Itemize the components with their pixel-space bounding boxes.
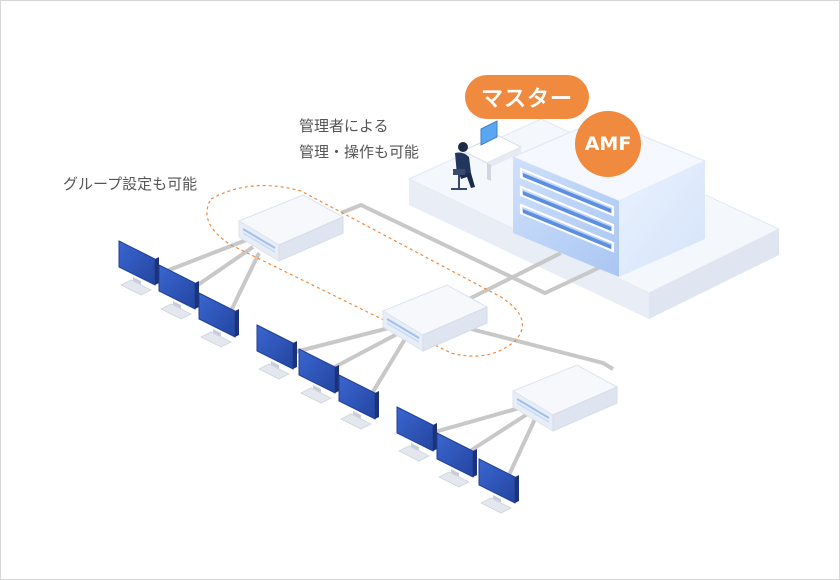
master-badge: マスター	[465, 75, 589, 119]
group-outline	[206, 184, 524, 357]
desktop-monitor-icon	[158, 264, 200, 320]
network-switch-icon	[382, 284, 488, 352]
admin-label-line2: 管理・操作も可能	[299, 143, 420, 161]
desktop-monitor-icon	[338, 374, 380, 430]
admin-label-line1: 管理者による	[299, 117, 389, 135]
desktop-monitor-icon	[118, 240, 160, 296]
network-switch-icon	[512, 364, 618, 432]
admin-person-icon	[451, 120, 523, 190]
desktop-monitor-icon	[256, 324, 298, 380]
desktop-monitor-icon	[198, 292, 240, 348]
amf-badge: AMF	[575, 111, 641, 177]
desktop-monitor-icon	[298, 348, 340, 404]
desktop-monitor-icon	[396, 406, 438, 462]
network-cables	[150, 202, 615, 476]
desktop-monitor-icon	[436, 432, 478, 488]
group-setting-label: グループ設定も可能	[63, 175, 198, 193]
